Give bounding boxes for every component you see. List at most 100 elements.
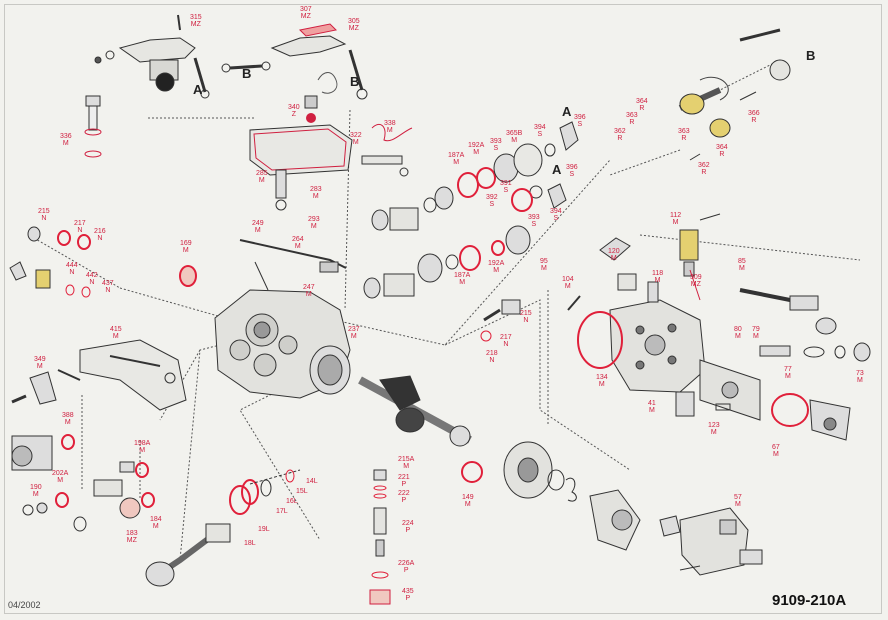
part-label: 363 R <box>626 112 638 126</box>
part-label: 217 N <box>74 220 86 234</box>
part-label: 362 R <box>614 128 626 142</box>
bolt-336 <box>84 95 102 158</box>
part-label: 77 M <box>784 366 792 380</box>
part-label: 249 M <box>252 220 264 234</box>
part-label: 365B M <box>506 130 523 144</box>
part-label: 305 MZ <box>348 18 360 32</box>
part-label: 388 M <box>62 412 74 426</box>
part-label: 169 M <box>180 240 192 254</box>
callout-letter: A <box>193 82 203 97</box>
part-label: 198A M <box>134 440 151 454</box>
part-label: 187A M <box>448 152 465 166</box>
part-label: 67 M <box>772 444 780 458</box>
part-label: 336 M <box>60 133 72 147</box>
part-label: 437 N <box>102 280 114 294</box>
fuel-pump-bottom-right <box>679 507 763 576</box>
solenoid-valve <box>679 213 721 301</box>
part-label: 396 S <box>574 114 586 128</box>
part-label: 149 M <box>462 494 474 508</box>
part-label: 19L <box>258 526 270 533</box>
part-label: 14L <box>306 478 318 485</box>
part-label: 340 Z <box>288 104 300 118</box>
part-label: 338 M <box>384 120 396 134</box>
part-label: 285 M <box>256 170 268 184</box>
part-label: 112 M <box>670 212 682 226</box>
leader-lines <box>33 59 861 561</box>
part-label: 315 MZ <box>190 14 202 28</box>
part-label: 247 M <box>303 284 315 298</box>
wire-338 <box>361 124 413 177</box>
part-label: 349 M <box>34 356 46 370</box>
callout-letter: A <box>552 162 562 177</box>
part-label: 17L <box>276 508 288 515</box>
part-label: 123 M <box>708 422 720 436</box>
part-label: 362 R <box>698 162 710 176</box>
part-label: 363 R <box>678 128 690 142</box>
part-label: 215 N <box>38 208 50 222</box>
part-label: 394 S <box>550 208 562 222</box>
bracket-415 <box>79 339 187 411</box>
part-label: 41 M <box>648 400 656 414</box>
upper-piston-row <box>371 143 543 231</box>
lever-A-right <box>511 121 579 212</box>
part-label: 391 S <box>500 180 512 194</box>
sensor-215-mid <box>480 299 521 342</box>
diagram-reference-number: 9109-210A <box>772 592 847 609</box>
part-label: 396 S <box>566 164 578 178</box>
part-label: 104 M <box>562 276 574 290</box>
lower-piston-row <box>363 225 531 299</box>
part-label: 364 R <box>636 98 648 112</box>
part-label: 364 R <box>716 144 728 158</box>
part-label: 392 S <box>486 194 498 208</box>
part-label: 283 M <box>310 186 322 200</box>
sensor-215-left <box>9 226 91 298</box>
part-label: 218 N <box>486 350 498 364</box>
part-label: 393 S <box>490 138 502 152</box>
part-label: 264 M <box>292 236 304 250</box>
part-label: 393 S <box>528 214 540 228</box>
callout-letter: B <box>350 74 360 89</box>
part-label: 16L <box>286 498 298 505</box>
accelerator-lever-assembly <box>221 23 368 100</box>
end-plate-right <box>675 359 851 441</box>
actuator-388 <box>11 434 75 471</box>
part-label: 237 M <box>348 326 360 340</box>
part-label: 18L <box>244 540 256 547</box>
seal-169 <box>179 265 197 287</box>
part-label: 224 P <box>402 520 414 534</box>
part-label: 95 M <box>540 258 548 272</box>
part-label: 222 P <box>398 490 410 504</box>
part-label: 85 M <box>738 258 746 272</box>
part-label: 215A M <box>398 456 415 470</box>
part-label: 184 M <box>150 516 162 530</box>
part-label: 79 M <box>752 326 760 340</box>
callout-letter: B <box>242 66 252 81</box>
callout-letter: B <box>806 48 816 63</box>
cam-plate <box>503 441 681 551</box>
screw-190 <box>22 492 87 532</box>
lever-349 <box>11 369 81 405</box>
part-label: 415 M <box>110 326 122 340</box>
distributor-head <box>567 237 706 393</box>
part-label: 187A M <box>454 272 471 286</box>
part-label: 226A P <box>398 560 415 574</box>
drive-shaft <box>358 375 483 483</box>
sheet-border <box>4 4 882 614</box>
governor-cover <box>249 95 353 211</box>
part-label: 134 M <box>596 374 608 388</box>
top-right-sensor <box>678 28 791 161</box>
part-label: 57 M <box>734 494 742 508</box>
part-label: 444 N <box>66 262 78 276</box>
injector-nozzle-assembly <box>145 469 301 587</box>
part-label: 221 P <box>398 474 410 488</box>
part-label: 190 M <box>30 484 42 498</box>
part-label: 307 MZ <box>300 6 312 20</box>
part-label: 394 S <box>534 124 546 138</box>
part-label: 309 MZ <box>690 274 702 288</box>
governor-lever-assembly <box>94 14 210 99</box>
callout-letter: A <box>562 104 572 119</box>
part-label: 215 N <box>520 310 532 324</box>
part-label: 118 M <box>652 270 664 284</box>
part-label: 120 M <box>608 248 620 262</box>
